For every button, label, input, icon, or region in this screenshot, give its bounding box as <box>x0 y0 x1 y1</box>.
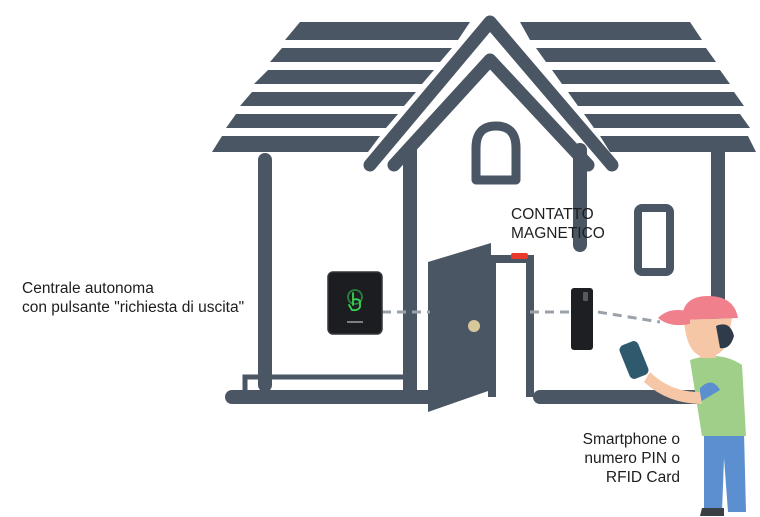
attic-window <box>471 121 521 185</box>
person <box>619 296 746 516</box>
magnetic-contact-label-line1: CONTATTO <box>511 206 594 223</box>
central-unit-label-line1: Centrale autonoma <box>22 280 154 297</box>
central-unit-label-line2: con pulsante "richiesta di uscita" <box>22 299 245 316</box>
magnetic-contact-label-line2: MAGNETICO <box>511 225 605 242</box>
roof-left <box>212 22 470 152</box>
magnetic-contact-label: CONTATTO MAGNETICO <box>511 205 605 243</box>
credentials-label-line3: RFID Card <box>605 469 680 486</box>
door-frame <box>488 255 534 397</box>
connection-lines <box>382 310 661 324</box>
door-leaf <box>428 243 491 412</box>
gable <box>363 15 619 172</box>
roof-right <box>520 22 756 152</box>
central-unit-device <box>327 271 383 335</box>
central-unit-label: Centrale autonoma con pulsante "richiest… <box>22 279 244 317</box>
step <box>242 374 410 397</box>
credentials-label: Smartphone o numero PIN o RFID Card <box>540 430 680 487</box>
touch-hand-icon <box>347 289 363 312</box>
door-knob-icon <box>468 320 480 332</box>
rfid-reader-device <box>571 288 593 350</box>
credentials-label-line2: numero PIN o <box>584 450 680 467</box>
credentials-label-line1: Smartphone o <box>582 431 680 448</box>
magnetic-contact-sensor <box>511 253 528 259</box>
right-window <box>634 204 674 276</box>
